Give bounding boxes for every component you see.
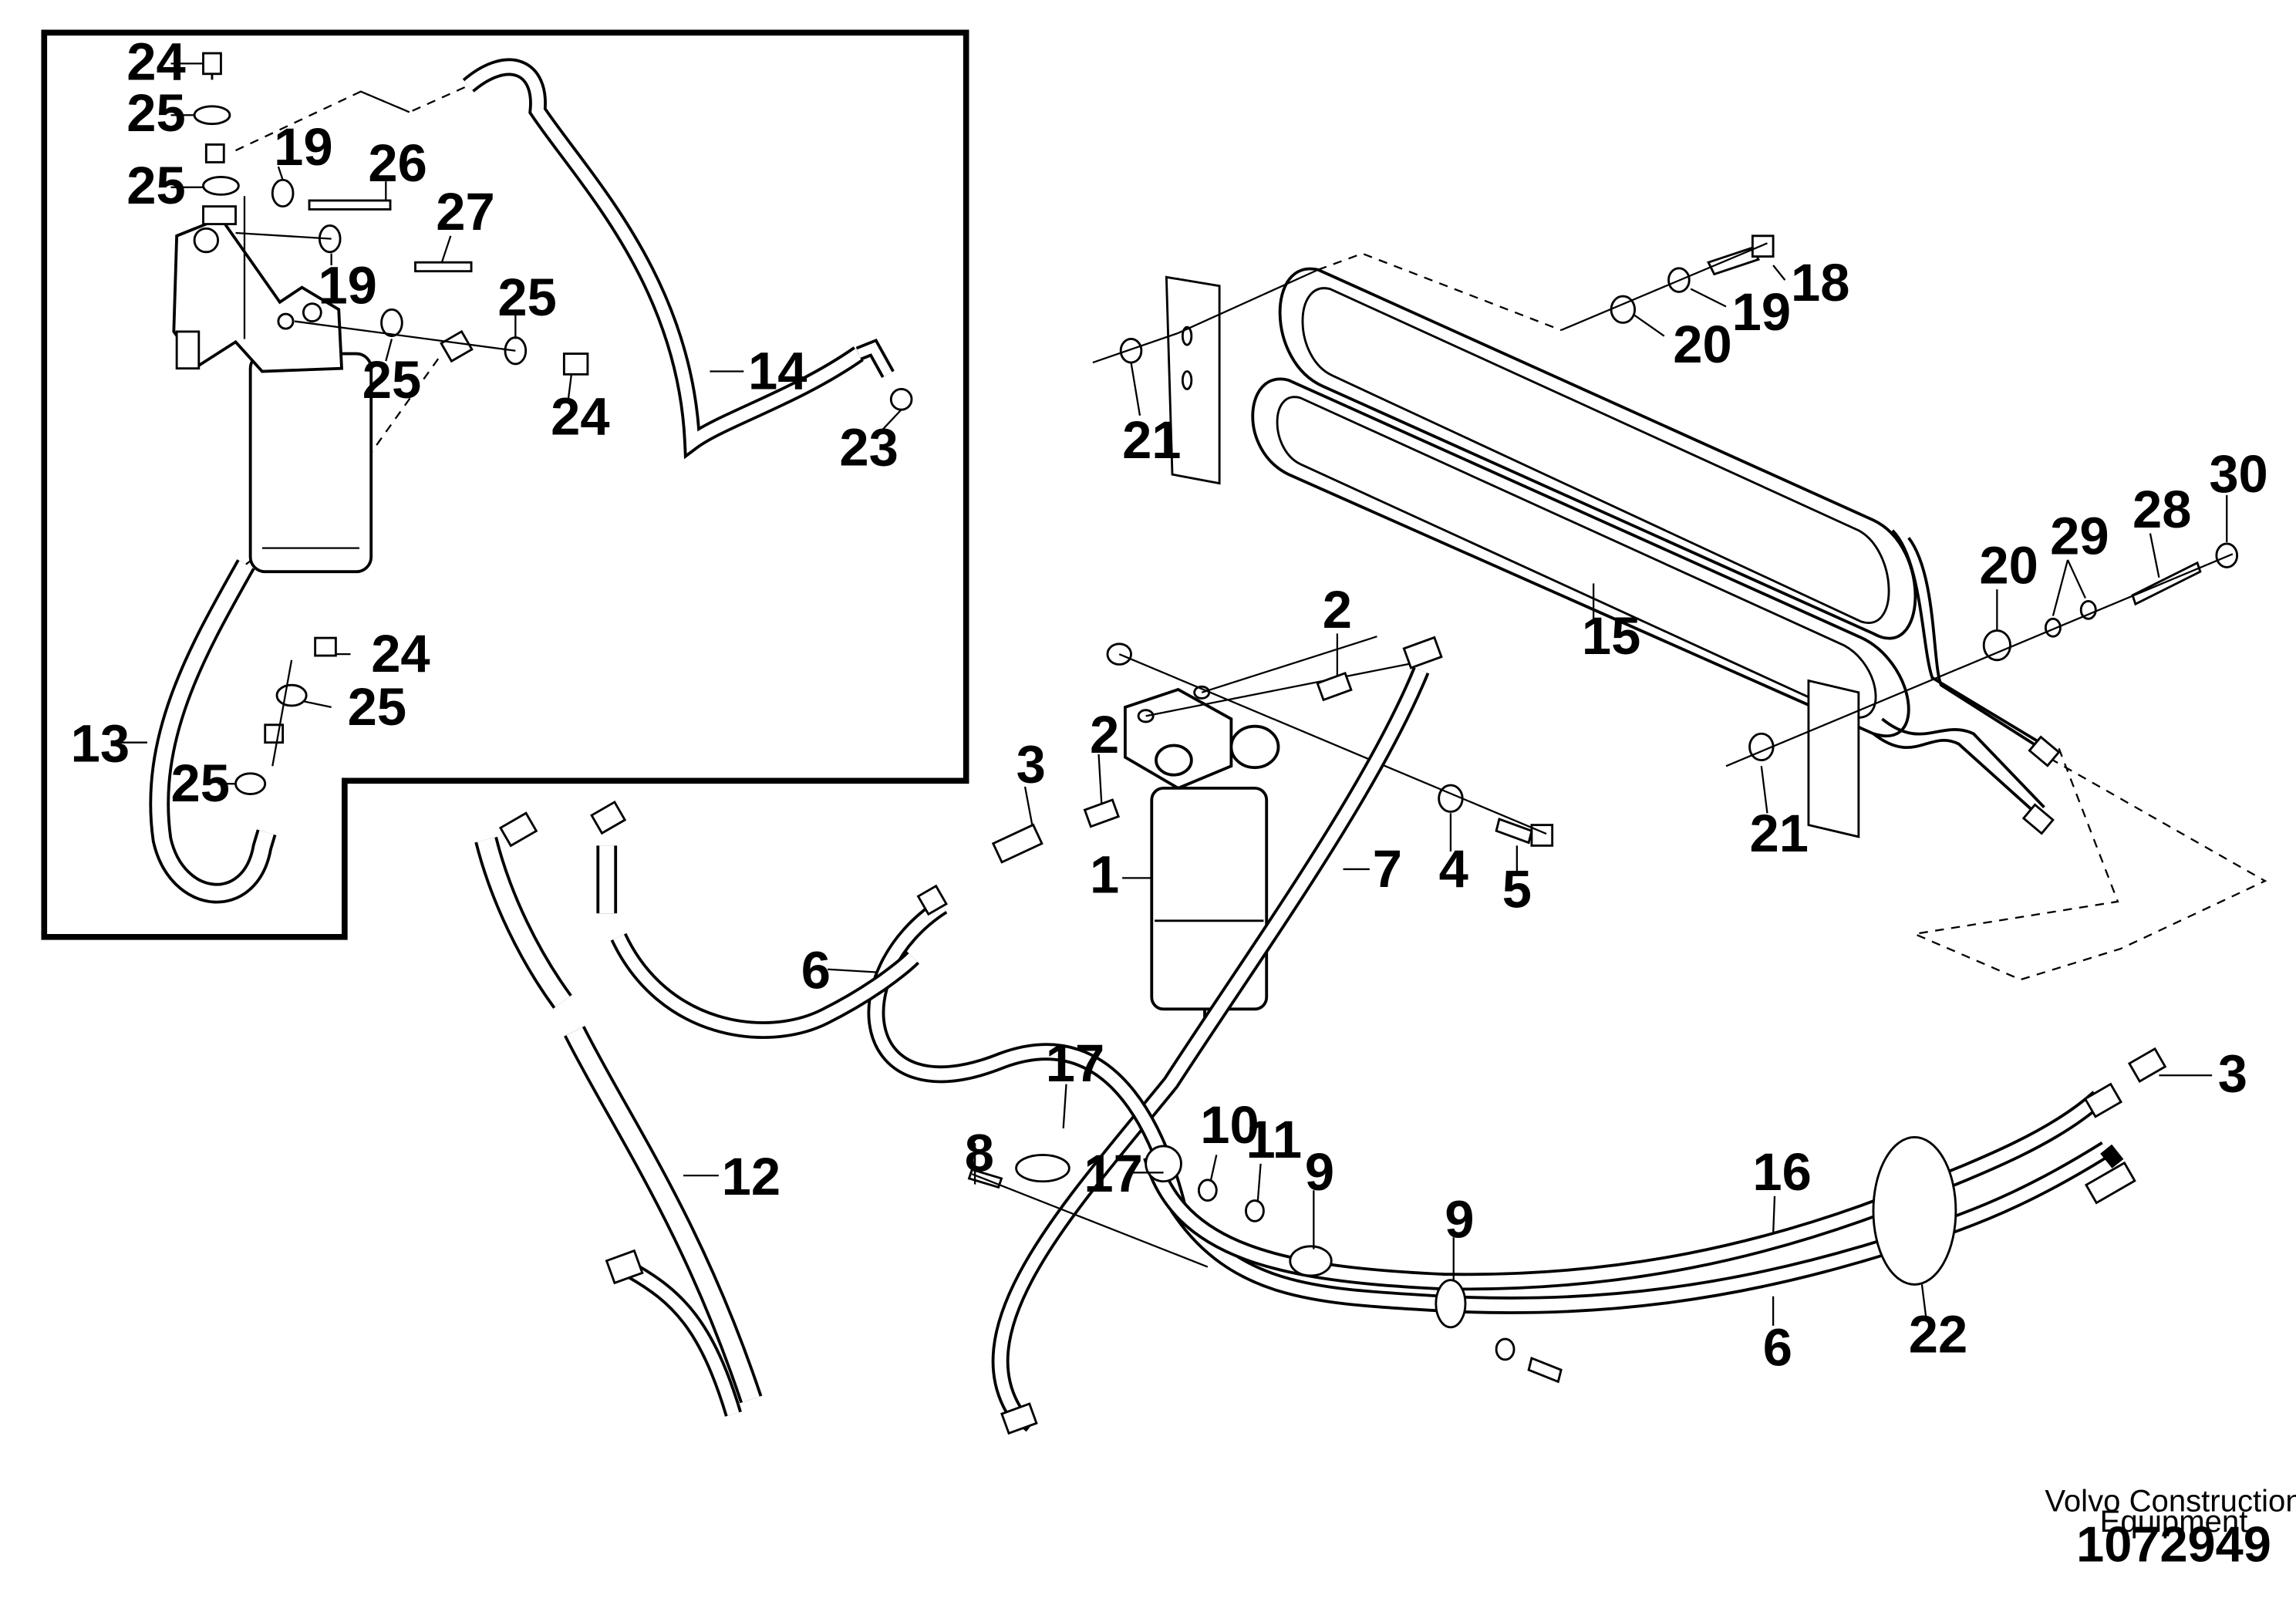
callout-24b: 24: [551, 387, 609, 447]
callout-4: 4: [1439, 839, 1468, 899]
callout-3a: 3: [1017, 734, 1046, 794]
brand-line-2: Equipment: [2100, 1505, 2248, 1539]
callout-21b: 21: [1750, 804, 1809, 863]
callout-17b: 17: [1084, 1144, 1142, 1203]
callout-9a: 9: [1305, 1142, 1334, 1202]
inset-dashed-connectors: [235, 84, 469, 565]
callout-9b: 9: [1445, 1189, 1474, 1249]
callout-28: 28: [2132, 480, 2191, 539]
inset-leader-lines: [114, 62, 902, 785]
callout-labels: 1 2 2 3 3 4 5 6 6 7 8 9 9 10 11 12 13 14…: [71, 32, 2268, 1377]
main-leader-lines: [683, 868, 2213, 1326]
filter-leader-lines: [1023, 633, 1547, 879]
callout-24a: 24: [126, 32, 185, 91]
fuel-filter-1: [1106, 642, 1554, 1034]
callout-26: 26: [368, 133, 426, 193]
callout-19c: 19: [1732, 282, 1791, 342]
callout-2b: 2: [1090, 705, 1119, 764]
brand-line-1: Volvo Construction: [2045, 1484, 2296, 1518]
hose-13: [149, 559, 277, 904]
callout-18: 18: [1791, 253, 1849, 312]
callout-11: 11: [1246, 1110, 1302, 1169]
callout-19b: 19: [318, 256, 376, 315]
callout-25a: 25: [126, 83, 185, 143]
callout-22: 22: [1909, 1304, 1967, 1364]
callout-16: 16: [1752, 1142, 1811, 1202]
callout-24c: 24: [371, 624, 430, 683]
detail-inset: [41, 29, 969, 940]
footer: Volvo Construction Equipment 1072949: [2045, 1484, 2296, 1572]
callout-1: 1: [1090, 845, 1119, 904]
cooler-fasteners: [1119, 234, 2239, 762]
callout-6b: 6: [1763, 1317, 1792, 1377]
callout-20b: 20: [1979, 535, 2038, 595]
callout-7: 7: [1373, 839, 1402, 899]
callout-25e: 25: [348, 677, 406, 737]
callout-25b: 25: [126, 156, 185, 215]
callout-29: 29: [2050, 506, 2109, 565]
callout-14: 14: [748, 341, 807, 400]
callout-3b: 3: [2218, 1044, 2247, 1103]
callout-27: 27: [436, 182, 494, 241]
callout-21a: 21: [1122, 410, 1181, 470]
callout-20a: 20: [1673, 315, 1731, 374]
callout-25f: 25: [171, 754, 230, 813]
callout-13: 13: [71, 714, 130, 774]
callout-6a: 6: [801, 941, 831, 1000]
callout-10: 10: [1200, 1095, 1259, 1155]
callout-23: 23: [839, 418, 898, 477]
callout-2a: 2: [1323, 580, 1352, 639]
hose-14: [462, 58, 913, 460]
cooler-brackets: [1165, 275, 2061, 838]
callout-8: 8: [965, 1123, 994, 1182]
hose-fittings: [498, 636, 2167, 1435]
callout-12: 12: [722, 1147, 781, 1206]
callout-19a: 19: [274, 117, 332, 177]
inset-filter: [172, 216, 373, 574]
cooler-leader-lines: [1092, 242, 2234, 814]
callout-15: 15: [1582, 606, 1640, 666]
callout-17a: 17: [1046, 1034, 1104, 1093]
callout-5: 5: [1502, 860, 1532, 919]
callout-25d: 25: [362, 350, 421, 410]
callout-30: 30: [2209, 444, 2267, 504]
document-number: 1072949: [2076, 1516, 2271, 1572]
callout-25c: 25: [497, 268, 556, 327]
